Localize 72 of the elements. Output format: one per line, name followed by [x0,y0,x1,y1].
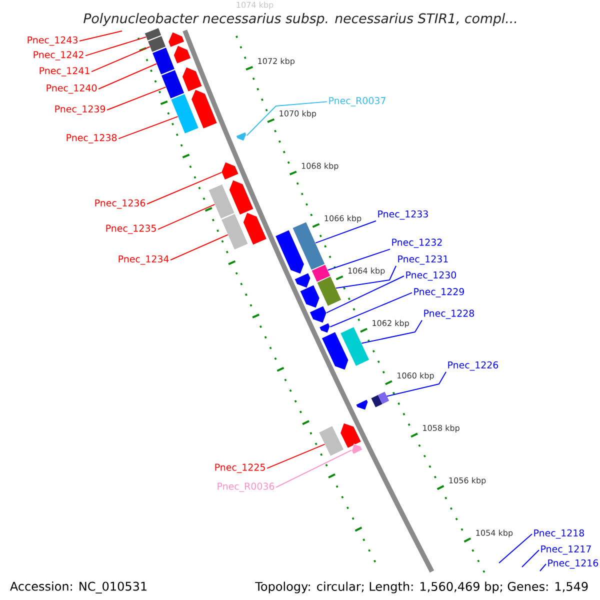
leader-line [315,220,376,244]
gene-label: Pnec_1228 [424,310,474,319]
scale-label: 1060 kbp [398,372,434,380]
leader-line [386,371,446,397]
gene-label: Pnec_1226 [448,361,498,371]
gene-label: Pnec_1216 [548,559,598,569]
leader-line [85,36,147,56]
leader-line [106,86,166,110]
leader-line [522,550,540,568]
scale-label: 1062 kbp [372,320,409,328]
scale-label: 1064 kbp [348,267,385,276]
scale-label: 1068 kbp [302,162,338,170]
scale-label: 1058 kbp [423,424,460,433]
gene-label: Pnec_1238 [66,134,117,144]
title: Polynucleobacter necessarius subsp. necessarius STIR1, compl... [84,13,516,26]
leader-line [158,204,216,230]
gene-block [274,230,305,274]
gene-label: Pnec_1230 [406,271,456,281]
gene-label: Pnec_1234 [118,255,169,265]
leader-line [266,444,326,469]
gene-label: Pnec_1233 [378,210,428,220]
gene-label: Pnec_1232 [392,238,442,248]
gene-label: Pnec_1229 [414,288,464,298]
scale-label: 1066 kbp [324,215,362,223]
leader-line [361,320,422,344]
gene-box [371,392,390,408]
leader-line [326,276,404,314]
leader-line [276,450,352,488]
gene-label: Pnec_1235 [106,224,156,234]
leader-line [498,534,532,564]
leader-line [170,234,228,260]
gene-label: Pnec_1218 [534,529,584,539]
gene-label: Pnec_1241 [40,67,90,76]
gene-label: Pnec_1240 [46,84,97,94]
gene-label: Pnec_R0037 [329,97,386,106]
gene-block [356,399,368,410]
gene-box [340,326,370,367]
gene-box [311,264,331,282]
leader-line [146,172,222,204]
gene-label: Pnec_1239 [55,105,106,115]
gene-label: Pnec_1225 [215,464,265,473]
leader-line [91,46,150,72]
gene-block [300,284,320,308]
gene-label: Pnec_R0036 [218,482,274,492]
gene-box [208,184,235,220]
scale-label: 1074 kbp [236,2,274,10]
leader-line [118,116,178,140]
footer-text: Topology: circular; Length: 1,560,469 bp; Genes: 1,549 [255,582,588,594]
scale-label: 1070 kbp [280,110,316,118]
leader-line [246,101,328,136]
leader-line [330,292,412,328]
gene-block [173,45,192,64]
leader-line [79,30,122,42]
gene-block [294,272,311,288]
gene-block [228,180,254,216]
gene-block [236,132,247,142]
footer-text: Accession: NC_010531 [10,582,146,594]
gene-label: Pnec_1217 [541,545,591,555]
leader-line [327,248,390,271]
scale-label: 1056 kbp [449,477,486,485]
gene-label: Pnec_1242 [34,51,84,60]
leader-line [336,265,396,289]
gene-label: Pnec_1243 [28,36,78,46]
leader-line [540,564,546,572]
gene-label: Pnec_1236 [95,199,146,209]
leader-line [98,63,158,90]
gene-block [221,162,239,180]
gene-label: Pnec_1231 [398,255,448,265]
gene-block [182,66,202,92]
scale-label: 1054 kbp [476,530,513,538]
scale-label: 1072 kbp [258,58,295,66]
gene-box [220,213,248,250]
